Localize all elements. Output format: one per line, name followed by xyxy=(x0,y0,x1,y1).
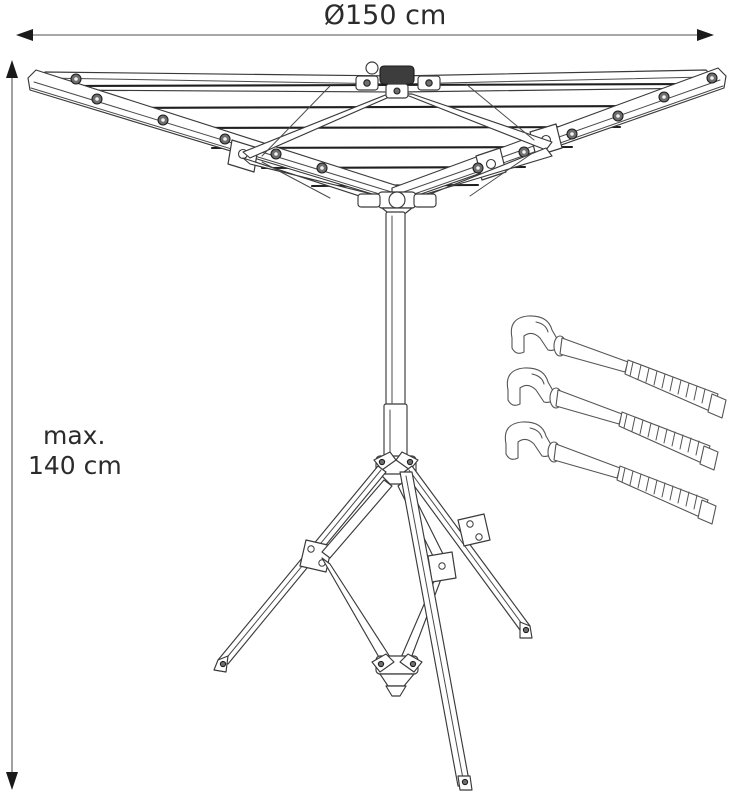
tripod-stand xyxy=(213,451,533,791)
peg-thread-section-3 xyxy=(616,465,709,519)
peg-head-hook-3 xyxy=(504,421,555,460)
height-arrow-bottom-icon xyxy=(6,772,18,790)
strut-upper-right xyxy=(403,93,553,151)
peg-shaft-1 xyxy=(559,337,629,373)
width-dimension-group: Ø150 cm xyxy=(16,0,714,41)
leg-hinge-bracket-right xyxy=(457,513,491,547)
height-dimension-label-line1: max. xyxy=(43,421,105,450)
line-eyelets-left-arm xyxy=(70,73,328,174)
peg-thread-ribs-1 xyxy=(629,361,706,404)
peg-tip-1 xyxy=(707,393,727,419)
height-arrow-top-icon xyxy=(6,60,18,78)
peg-shaft-3 xyxy=(553,443,621,479)
mast-upper-section xyxy=(385,211,406,409)
peg-tip-3 xyxy=(697,499,717,525)
width-arrow-left-icon xyxy=(16,29,33,41)
brace-hinge-bracket-right xyxy=(427,551,457,583)
width-arrow-right-icon xyxy=(697,29,714,41)
peg-thread-ribs-3 xyxy=(621,467,698,510)
tripod-leg-front xyxy=(399,471,473,791)
peg-head-hook-1 xyxy=(510,315,561,354)
ground-anchor-pegs xyxy=(504,315,727,525)
peg-head-hook-2 xyxy=(506,367,557,406)
peg-tip-2 xyxy=(699,445,719,471)
ground-anchor-peg-3 xyxy=(504,421,717,525)
height-dimension-label-line2: 140 cm xyxy=(28,451,122,480)
peg-thread-ribs-2 xyxy=(623,413,700,456)
canopy-hub-slider xyxy=(357,191,437,217)
tripod-bottom-collar xyxy=(371,653,423,697)
ground-anchor-peg-1 xyxy=(510,315,727,419)
tripod-leg-left xyxy=(213,465,393,673)
canopy-assembly xyxy=(27,61,727,217)
peg-thread-section-2 xyxy=(618,411,711,465)
centre-mast xyxy=(383,211,408,473)
ground-anchor-peg-2 xyxy=(506,367,719,471)
peg-shaft-2 xyxy=(555,389,623,425)
line-eyelets-right-arm xyxy=(472,72,718,174)
canopy-hub-top xyxy=(355,61,441,99)
width-dimension-label: Ø150 cm xyxy=(324,0,447,31)
height-dimension-group: max. 140 cm xyxy=(6,60,122,790)
